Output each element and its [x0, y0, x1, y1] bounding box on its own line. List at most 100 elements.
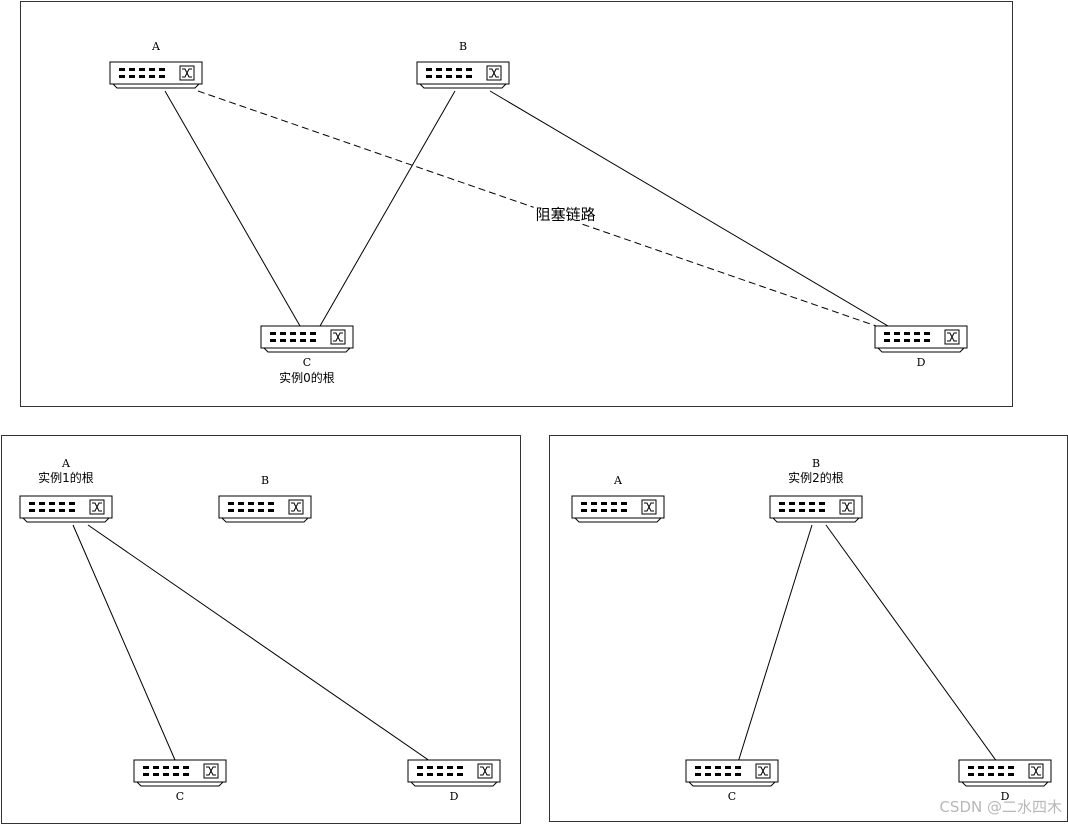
port-icon: [143, 766, 149, 769]
port-icon: [988, 766, 994, 769]
port-icon: [183, 766, 189, 769]
port-icon: [799, 509, 805, 512]
port-icon: [270, 339, 276, 342]
port-icon: [799, 502, 805, 505]
watermark-text: CSDN @二水四木: [939, 798, 1062, 816]
port-icon: [456, 68, 462, 71]
port-icon: [705, 773, 711, 776]
port-icon: [143, 773, 149, 776]
port-icon: [290, 339, 296, 342]
switch-body: [874, 325, 968, 349]
port-icon: [988, 773, 994, 776]
switching-arrow: [333, 332, 343, 342]
switch-label: A: [61, 457, 71, 470]
switch-label: B: [812, 457, 820, 470]
switch-body: [218, 495, 312, 519]
switch-label: D: [450, 790, 459, 803]
port-icon: [69, 502, 75, 505]
port-icon: [139, 75, 145, 78]
port-icon: [119, 68, 125, 71]
switch-label: D: [917, 356, 926, 369]
port-icon: [789, 509, 795, 512]
port-icon: [446, 68, 452, 71]
port-icon: [466, 68, 472, 71]
switch-instance2-d: [958, 759, 1052, 787]
port-icon: [904, 339, 910, 342]
port-icon: [29, 509, 35, 512]
switch-body: [571, 495, 665, 519]
switching-arrow: [182, 68, 192, 78]
port-icon: [924, 339, 930, 342]
port-icon: [601, 502, 607, 505]
switch-instance0-d: [874, 325, 968, 353]
switch-label: C: [176, 790, 184, 803]
switch-base: [135, 781, 225, 787]
port-icon: [894, 332, 900, 335]
switching-arrow: [644, 502, 654, 512]
port-icon: [280, 332, 286, 335]
switch-label: A: [613, 474, 623, 487]
switch-body: [19, 495, 113, 519]
port-icon: [581, 502, 587, 505]
port-icon: [789, 502, 795, 505]
port-icon: [129, 68, 135, 71]
port-icon: [819, 509, 825, 512]
port-icon: [290, 332, 296, 335]
port-icon: [280, 339, 286, 342]
switch-base: [220, 517, 310, 523]
port-icon: [611, 509, 617, 512]
port-icon: [715, 773, 721, 776]
switch-base: [960, 781, 1050, 787]
switch-base: [573, 517, 663, 523]
port-icon: [735, 773, 741, 776]
port-icon: [894, 339, 900, 342]
port-icon: [39, 509, 45, 512]
root-bridge-label: 实例1的根: [38, 470, 94, 485]
switch-body: [260, 325, 354, 349]
port-icon: [149, 75, 155, 78]
switch-base: [111, 83, 201, 89]
switch-instance2-b: [769, 495, 863, 523]
links-layer: 阻塞链路: [72, 90, 1001, 773]
port-icon: [163, 773, 169, 776]
switching-arrow: [489, 68, 499, 78]
port-icon: [139, 68, 145, 71]
switch-label: A: [151, 40, 161, 53]
switch-body: [769, 495, 863, 519]
port-icon: [998, 773, 1004, 776]
link-a-d: [87, 524, 441, 769]
port-icon: [457, 766, 463, 769]
port-icon: [427, 766, 433, 769]
port-icon: [270, 332, 276, 335]
port-icon: [238, 502, 244, 505]
port-icon: [129, 75, 135, 78]
switching-arrow: [1031, 766, 1041, 776]
port-icon: [914, 339, 920, 342]
port-icon: [268, 502, 274, 505]
port-icon: [153, 773, 159, 776]
switch-instance1-a: [19, 495, 113, 523]
port-icon: [426, 68, 432, 71]
root-bridge-label: 实例2的根: [788, 470, 844, 485]
port-icon: [968, 773, 974, 776]
port-icon: [149, 68, 155, 71]
port-icon: [446, 75, 452, 78]
port-icon: [417, 766, 423, 769]
switch-label: C: [303, 356, 311, 369]
port-icon: [998, 766, 1004, 769]
port-icon: [591, 502, 597, 505]
port-icon: [310, 332, 316, 335]
switching-arrow: [480, 766, 490, 776]
switch-instance1-d: [407, 759, 501, 787]
port-icon: [163, 766, 169, 769]
switch-body: [416, 61, 510, 85]
port-icon: [159, 68, 165, 71]
switch-base: [687, 781, 777, 787]
port-icon: [884, 339, 890, 342]
port-icon: [1008, 766, 1014, 769]
switch-base: [418, 83, 508, 89]
port-icon: [809, 509, 815, 512]
switch-label: B: [261, 474, 269, 487]
